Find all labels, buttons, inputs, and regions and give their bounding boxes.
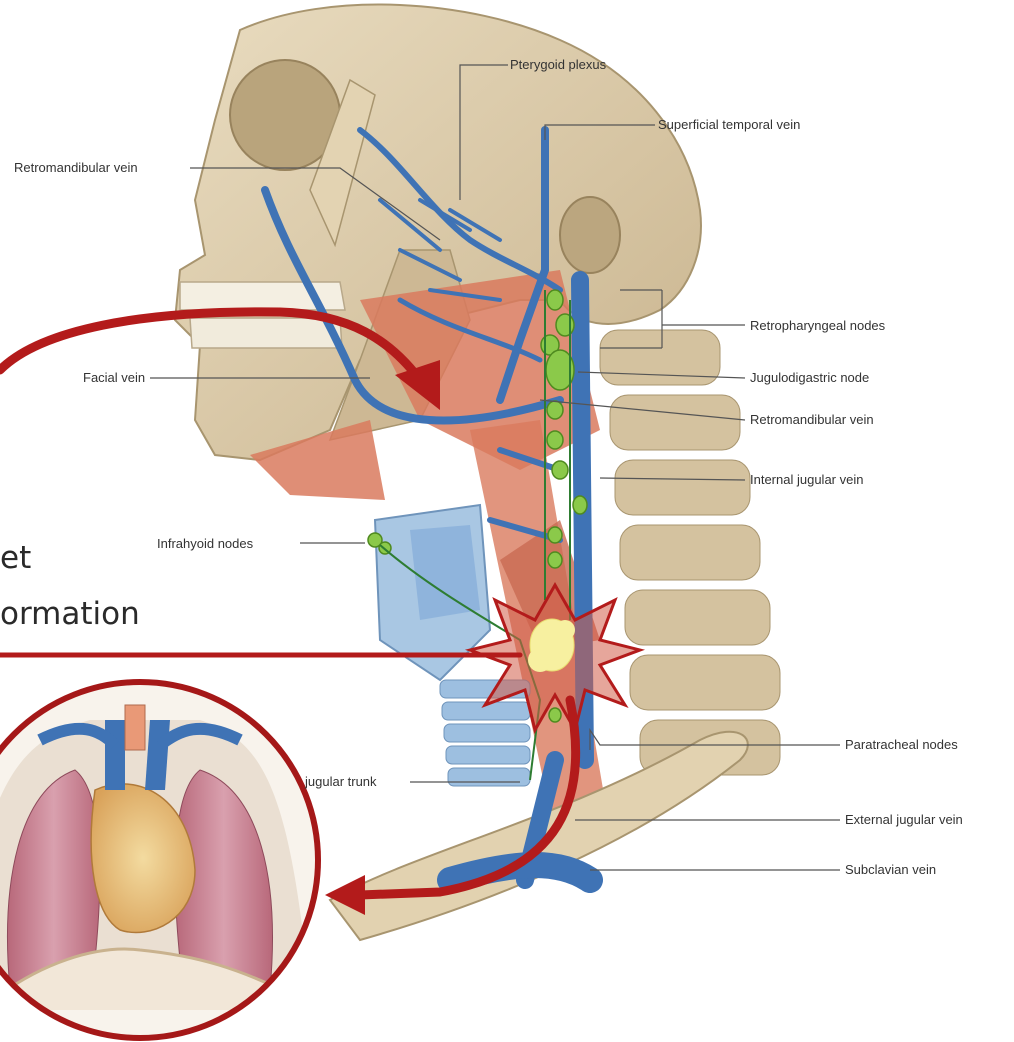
label-retropharyngeal-nodes: Retropharyngeal nodes (750, 318, 885, 334)
label-infrahyoid-nodes: Infrahyoid nodes (157, 536, 253, 552)
label-retromandibular-vein-lower: Retromandibular vein (750, 412, 874, 428)
label-retromandibular-vein-upper: Retromandibular vein (14, 160, 138, 176)
overlay-text-line1: et (0, 540, 31, 576)
overlay-text-line2: ormation (0, 596, 140, 632)
label-facial-vein: Facial vein (83, 370, 145, 386)
label-jugular-trunk: jugular trunk (305, 774, 377, 790)
label-pterygoid-plexus: Pterygoid plexus (510, 57, 606, 73)
label-internal-jugular-vein: Internal jugular vein (750, 472, 863, 488)
label-external-jugular-vein: External jugular vein (845, 812, 963, 828)
label-jugulodigastric-node: Jugulodigastric node (750, 370, 869, 386)
label-paratracheal-nodes: Paratracheal nodes (845, 737, 958, 753)
thorax-inset (0, 682, 320, 1038)
label-superficial-temporal-vein: Superficial temporal vein (658, 117, 800, 133)
label-subclavian-vein: Subclavian vein (845, 862, 936, 878)
cervical-spine (600, 330, 780, 775)
